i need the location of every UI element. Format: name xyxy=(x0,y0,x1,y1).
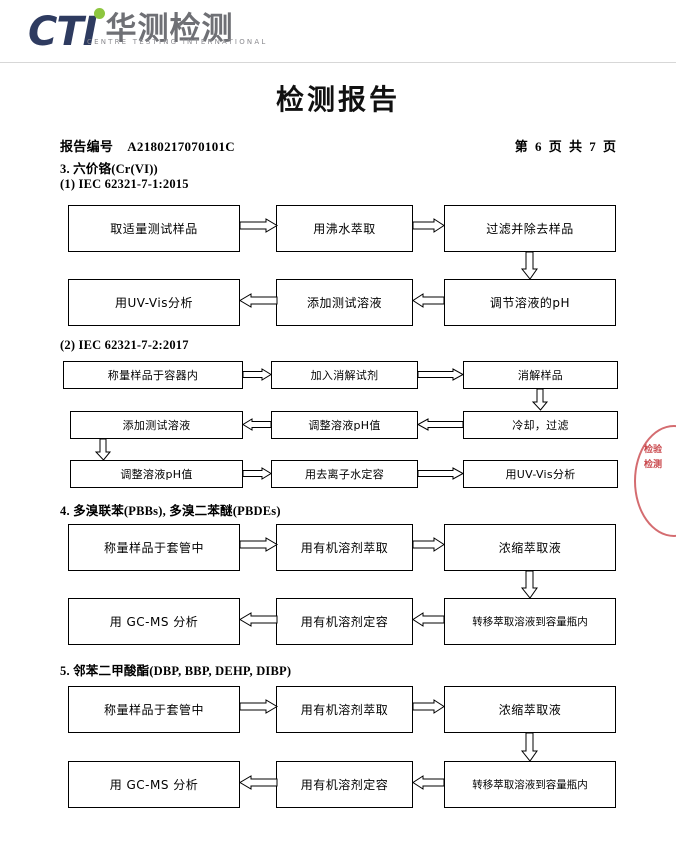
flow2-box-r2c1: 添加测试溶液 xyxy=(70,411,243,439)
flow1-arrow-r1c2-to-r1c3 xyxy=(412,218,445,233)
flow3-arrow-r2c3-to-r2c2 xyxy=(412,612,445,627)
flow1-arrow-r2c3-to-r2c2 xyxy=(412,293,445,308)
flow3-box-r1c1: 称量样品于套管中 xyxy=(68,524,240,571)
report-number-value: A2180217070101C xyxy=(127,139,235,154)
flow2-box-r2c2: 调整溶液pH值 xyxy=(271,411,418,439)
flow4-box-r1c1: 称量样品于套管中 xyxy=(68,686,240,733)
flow1-box-r2c2: 添加测试溶液 xyxy=(276,279,413,326)
flow2-arrow-r3c1-to-r3c2 xyxy=(242,467,272,480)
seal-text: 检验检测 xyxy=(643,445,662,470)
flow1-arrow-r1c1-to-r1c2 xyxy=(239,218,278,233)
flow1-box-r2c3: 调节溶液的pH xyxy=(444,279,616,326)
flow2-arrow-r1c2-to-r1c3 xyxy=(417,368,465,381)
seal-ring-icon xyxy=(634,425,676,537)
flow3-arrow-r1c1-to-r1c2 xyxy=(239,537,278,552)
flow4-box-r2c1: 用 GC-MS 分析 xyxy=(68,761,240,808)
report-number: 报告编号 A2180217070101C xyxy=(60,136,235,155)
page-indicator: 第 6 页 共 7 页 xyxy=(514,139,618,154)
flow2-box-r2c3: 冷却，过滤 xyxy=(463,411,618,439)
flow4-arrow-r1c1-to-r1c2 xyxy=(239,699,278,714)
cti-logo: CTI 华测检测 xyxy=(28,8,234,58)
flow2-arrow-r1c1-to-r1c2 xyxy=(242,368,272,381)
flow4-box-r1c2: 用有机溶剂萃取 xyxy=(276,686,413,733)
flow1-box-r1c1: 取适量测试样品 xyxy=(68,205,240,252)
flow2-arrow-r1c3-to-r2c3 xyxy=(531,388,549,411)
flow2-box-r3c1: 调整溶液pH值 xyxy=(70,460,243,488)
flow1-box-r1c3: 过滤并除去样品 xyxy=(444,205,616,252)
section-heading-3: 3. 六价铬(Cr(VI)) xyxy=(60,162,158,176)
flow3-box-r1c3: 浓缩萃取液 xyxy=(444,524,616,571)
header-divider xyxy=(0,62,676,63)
logo-chinese-text: 华测检测 xyxy=(105,11,234,47)
flow3-box-r2c3: 转移萃取溶液到容量瓶内 xyxy=(444,598,616,645)
flow2-box-r1c1: 称量样品于容器内 xyxy=(63,361,243,389)
flow1-box-r2c1: 用UV-Vis分析 xyxy=(68,279,240,326)
flow2-box-r3c3: 用UV-Vis分析 xyxy=(463,460,618,488)
logo-mark-text: CTI xyxy=(28,9,98,55)
flow2-arrow-r2c2-to-r2c1 xyxy=(242,418,272,431)
flow3-box-r2c1: 用 GC-MS 分析 xyxy=(68,598,240,645)
flow1-box-r1c2: 用沸水萃取 xyxy=(276,205,413,252)
flow3-box-r2c2: 用有机溶剂定容 xyxy=(276,598,413,645)
flow4-box-r1c3: 浓缩萃取液 xyxy=(444,686,616,733)
report-number-label: 报告编号 xyxy=(60,139,114,154)
red-seal-watermark: 检验检测 xyxy=(634,425,676,537)
flow1-arrow-r1c3-to-r2c3 xyxy=(520,251,538,280)
flow3-arrow-r2c2-to-r2c1 xyxy=(239,612,278,627)
flow4-arrow-r1c2-to-r1c3 xyxy=(412,699,445,714)
logo-tagline: CENTRE TESTING INTERNATIONAL xyxy=(87,38,268,46)
page-title: 检测报告 xyxy=(275,83,400,116)
flow2-box-r3c2: 用去离子水定容 xyxy=(271,460,418,488)
flow2-arrow-r2c1-to-r3c1 xyxy=(94,438,112,461)
flow3-arrow-r1c2-to-r1c3 xyxy=(412,537,445,552)
flow3-arrow-r1c3-to-r2c3 xyxy=(520,570,538,599)
flow4-box-r2c3: 转移萃取溶液到容量瓶内 xyxy=(444,761,616,808)
flow4-box-r2c2: 用有机溶剂定容 xyxy=(276,761,413,808)
flow2-arrow-r2c3-to-r2c2 xyxy=(416,418,464,431)
flow2-box-r1c2: 加入消解试剂 xyxy=(271,361,418,389)
section-heading-5: 5. 邻苯二甲酸酯(DBP, BBP, DEHP, DIBP) xyxy=(60,664,292,678)
flow2-box-r1c3: 消解样品 xyxy=(463,361,618,389)
logo-green-dot-icon xyxy=(94,8,105,19)
section-heading-4: 4. 多溴联苯(PBBs), 多溴二苯醚(PBDEs) xyxy=(60,504,281,518)
flow3-box-r1c2: 用有机溶剂萃取 xyxy=(276,524,413,571)
section-subheading-3-2: (2) IEC 62321-7-2:2017 xyxy=(60,338,189,352)
flow4-arrow-r1c3-to-r2c3 xyxy=(520,732,538,762)
flow2-arrow-r3c2-to-r3c3 xyxy=(417,467,465,480)
flow4-arrow-r2c3-to-r2c2 xyxy=(412,775,445,790)
section-subheading-3-1: (1) IEC 62321-7-1:2015 xyxy=(60,177,189,191)
flow1-arrow-r2c2-to-r2c1 xyxy=(239,293,278,308)
flow4-arrow-r2c2-to-r2c1 xyxy=(239,775,278,790)
